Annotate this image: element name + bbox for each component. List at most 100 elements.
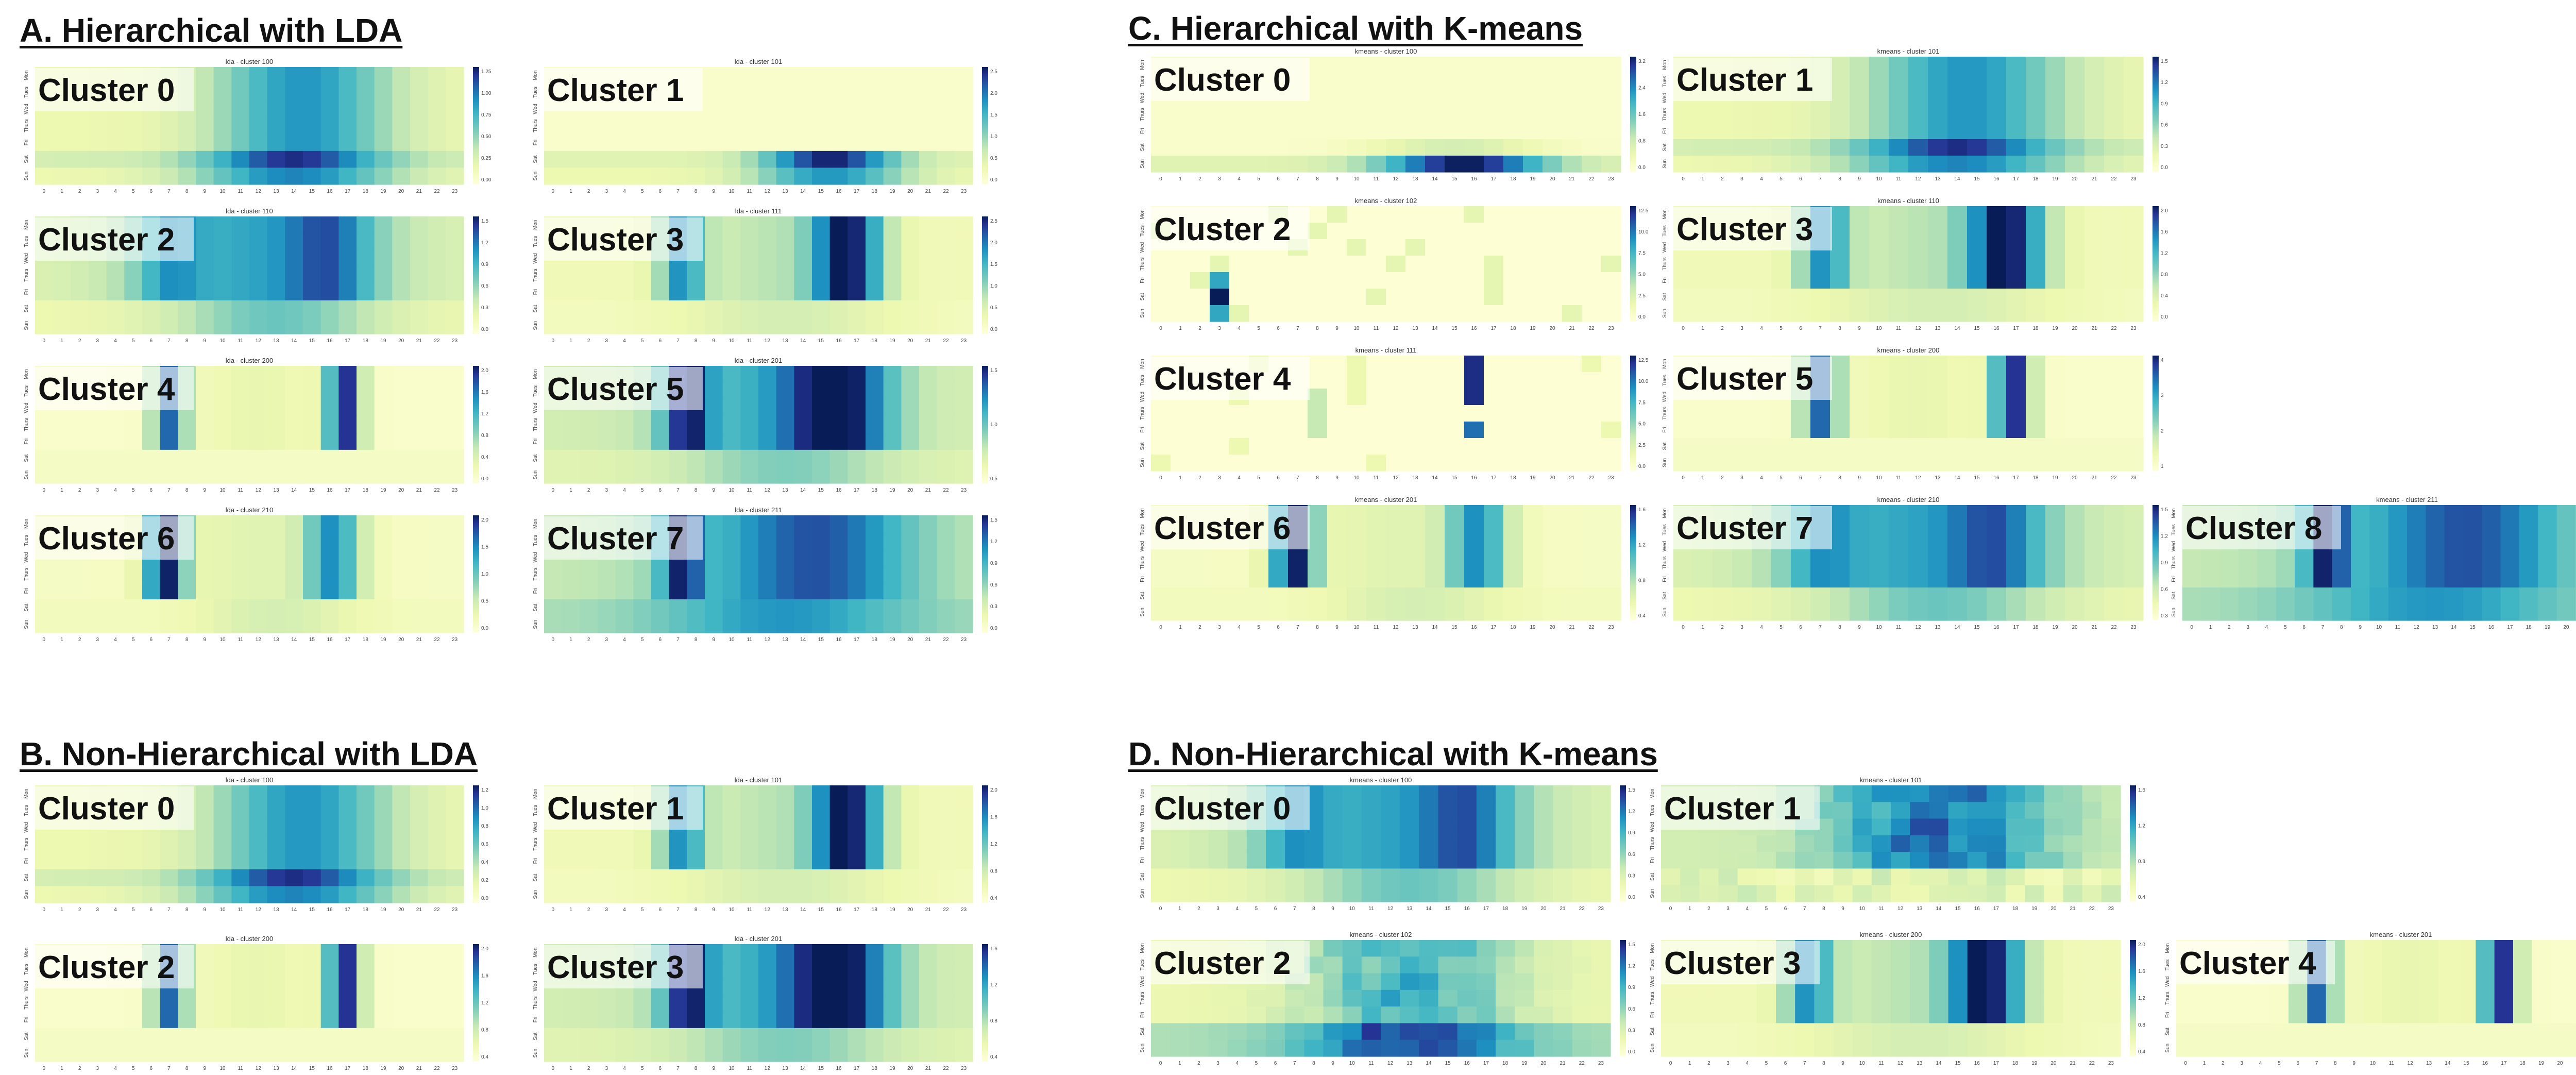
heatmap-cell <box>1308 455 1328 472</box>
heatmap-cell <box>1562 305 1582 322</box>
heatmap-cell <box>740 599 758 616</box>
heatmap-cell <box>1190 106 1210 123</box>
heatmap-cell <box>1229 555 1249 572</box>
heatmap-cell <box>1464 272 1484 289</box>
heatmap-cell <box>919 100 937 117</box>
heatmap-cell <box>410 433 428 450</box>
heatmap-cell <box>1503 156 1523 173</box>
heatmap-cell <box>1151 256 1171 273</box>
heatmap-cell <box>1987 835 2006 852</box>
heatmap-cell <box>1425 571 1445 588</box>
heatmap-cell <box>866 944 884 961</box>
heatmap-cell <box>1324 819 1343 836</box>
heatmap-cell <box>1834 885 1853 902</box>
heatmap-cell <box>776 852 794 869</box>
heatmap-cell <box>1503 555 1523 572</box>
x-tick-label: 9 <box>204 189 207 194</box>
x-tick-label: 10 <box>728 488 735 493</box>
x-tick-label: 23 <box>2130 475 2137 481</box>
heatmap-cell <box>812 283 830 300</box>
heatmap-cell <box>1947 289 1968 306</box>
heatmap-cell <box>1405 156 1426 173</box>
heatmap-cell <box>1693 139 1713 156</box>
y-tick-label: Sat <box>1650 873 1655 881</box>
heatmap-cell <box>1693 555 1713 572</box>
heatmap-cell <box>2220 571 2239 588</box>
heatmap-cell <box>2045 389 2065 406</box>
x-tick-label: 13 <box>1935 625 1941 630</box>
x-tick-label: 23 <box>452 1066 458 1071</box>
heatmap-cell <box>562 599 580 616</box>
colorbar-tick-label: 5.0 <box>1638 422 1646 427</box>
heatmap-cell <box>1553 1023 1573 1040</box>
x-tick-label: 23 <box>2130 625 2137 630</box>
heatmap-cell <box>1464 505 1484 522</box>
heatmap-cell <box>1853 785 1872 802</box>
heatmap-cell <box>375 466 393 483</box>
heatmap-cell <box>35 869 53 886</box>
heatmap-cell <box>598 151 616 168</box>
x-tick-label: 11 <box>2395 625 2401 630</box>
x-tick-label: 14 <box>291 907 297 913</box>
heatmap-cell <box>633 450 651 467</box>
colorbar-tick-label: 0.5 <box>990 156 997 161</box>
heatmap-cell <box>321 566 339 583</box>
heatmap-cell <box>1908 438 1928 455</box>
heatmap-cell <box>321 819 339 836</box>
heatmap-cell <box>1347 422 1367 439</box>
heatmap-cell <box>1987 289 2007 306</box>
x-tick-label: 8 <box>694 488 698 493</box>
heatmap-cell <box>651 836 669 853</box>
heatmap-cell <box>2026 239 2046 256</box>
heatmap-cell <box>2463 604 2482 621</box>
heatmap-cell <box>231 317 249 334</box>
heatmap-cell <box>1732 587 1752 604</box>
x-tick-label: 10 <box>728 189 735 194</box>
heatmap-cell <box>410 532 428 549</box>
heatmap-cell <box>1496 956 1515 973</box>
heatmap-cell <box>410 317 428 334</box>
heatmap-cell <box>1947 106 1968 123</box>
colorbar-tick-label: 0.25 <box>481 156 492 161</box>
colorbar-tick-label: 5.0 <box>1638 272 1646 278</box>
heatmap-cell <box>178 1045 196 1062</box>
heatmap-cell <box>410 283 428 300</box>
heatmap-cell <box>830 134 848 151</box>
cluster-label: Cluster 0 <box>38 791 175 827</box>
heatmap-cell <box>1327 555 1347 572</box>
heatmap-cell <box>1908 455 1928 472</box>
heatmap-cell <box>1850 90 1870 107</box>
heatmap-cell <box>830 100 848 117</box>
heatmap-cell <box>633 167 651 184</box>
y-tick-label: Thurs <box>1140 407 1145 420</box>
colorbar-tick-label: 2.0 <box>990 240 997 246</box>
heatmap-cell <box>1438 973 1458 990</box>
heatmap-cell <box>1889 538 1909 555</box>
x-tick-label: 3 <box>1726 906 1730 912</box>
heatmap-subtitle: lda - cluster 200 <box>226 935 274 943</box>
heatmap-cell <box>1791 289 1811 306</box>
heatmap-cell <box>1496 835 1515 852</box>
heatmap-cell <box>196 267 214 284</box>
heatmap-cell <box>1601 57 1621 74</box>
heatmap-cell <box>1228 868 1247 885</box>
heatmap-cell <box>1268 139 1289 156</box>
heatmap-cell <box>633 886 651 903</box>
heatmap-cell <box>884 216 902 233</box>
heatmap-cell <box>142 433 160 450</box>
x-tick-label: 4 <box>114 338 117 344</box>
heatmap-cell <box>812 399 830 416</box>
heatmap-cell <box>1268 405 1289 422</box>
heatmap-cell <box>392 399 410 416</box>
heatmap-cell <box>598 433 616 450</box>
heatmap-cell <box>321 450 339 467</box>
x-tick-label: 7 <box>676 189 680 194</box>
heatmap-cell <box>937 233 955 250</box>
heatmap-cell <box>392 886 410 903</box>
x-tick-label: 15 <box>818 637 824 643</box>
heatmap-cell <box>848 532 866 549</box>
heatmap-cell <box>1438 868 1458 885</box>
heatmap-cell <box>937 450 955 467</box>
heatmap-cell <box>580 450 598 467</box>
